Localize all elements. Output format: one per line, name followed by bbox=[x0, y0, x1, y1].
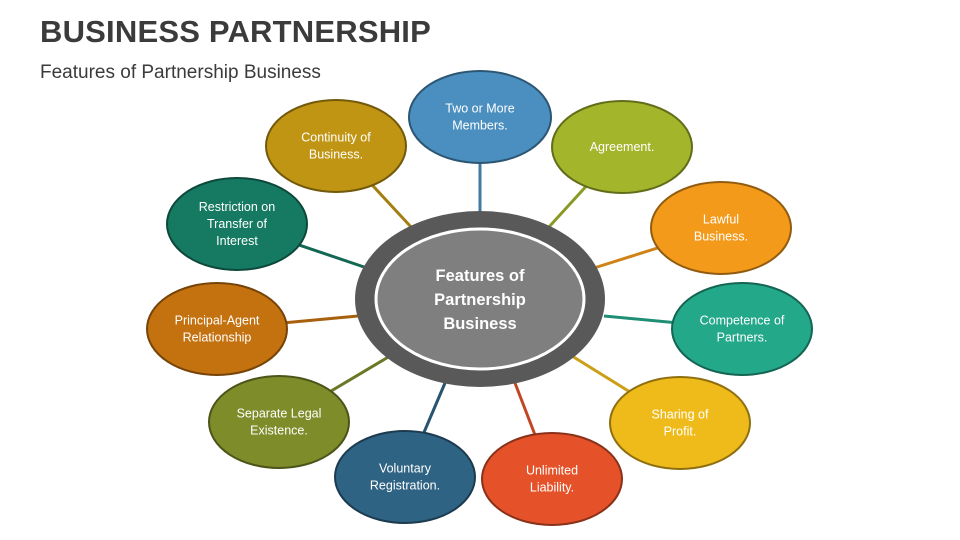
feature-bubble bbox=[671, 282, 813, 376]
label-line: Restriction on bbox=[199, 200, 275, 214]
feature-node-sharing-of-profit: Sharing of Profit. bbox=[609, 376, 751, 470]
label-line: Existence. bbox=[250, 424, 308, 438]
label-line: Separate Legal bbox=[237, 407, 322, 421]
feature-bubble bbox=[650, 181, 792, 275]
feature-label: Sharing of Profit. bbox=[652, 408, 710, 439]
label-line: Sharing of bbox=[652, 408, 710, 422]
center-label-line: Features of bbox=[436, 267, 525, 285]
label-line: Principal-Agent bbox=[175, 314, 260, 328]
feature-bubble bbox=[408, 70, 552, 164]
feature-bubble bbox=[265, 99, 407, 193]
center-label-line: Business bbox=[443, 315, 516, 333]
label-line: Two or More bbox=[445, 102, 515, 116]
feature-bubble bbox=[609, 376, 751, 470]
feature-label: Restriction on Transfer of Interest bbox=[199, 200, 275, 248]
label-line: Partners. bbox=[717, 331, 768, 345]
label-line: Profit. bbox=[664, 425, 697, 439]
feature-bubble bbox=[481, 432, 623, 526]
label-line: Agreement. bbox=[590, 140, 655, 154]
feature-node-competence-of-partners: Competence of Partners. bbox=[671, 282, 813, 376]
label-line: Members. bbox=[452, 119, 508, 133]
label-line: Business. bbox=[694, 230, 748, 244]
feature-node-continuity-of-business: Continuity of Business. bbox=[265, 99, 407, 193]
label-line: Liability. bbox=[530, 481, 574, 495]
label-line: Unlimited bbox=[526, 464, 578, 478]
feature-bubble bbox=[166, 177, 308, 271]
label-line: Transfer of bbox=[207, 217, 268, 231]
feature-bubble bbox=[334, 430, 476, 524]
label-line: Competence of bbox=[700, 314, 785, 328]
feature-label: Competence of Partners. bbox=[700, 314, 785, 345]
label-line: Business. bbox=[309, 148, 363, 162]
feature-bubble bbox=[146, 282, 288, 376]
label-line: Voluntary bbox=[379, 462, 432, 476]
feature-label: Continuity of Business. bbox=[301, 131, 371, 162]
feature-node-restriction-on-transfer: Restriction on Transfer of Interest bbox=[166, 177, 308, 271]
center-hub-fill bbox=[374, 227, 586, 371]
label-line: Lawful bbox=[703, 213, 739, 227]
label-line: Interest bbox=[216, 234, 258, 248]
feature-bubble bbox=[208, 375, 350, 469]
label-line: Continuity of bbox=[301, 131, 371, 145]
feature-bubble bbox=[551, 100, 693, 194]
label-line: Registration. bbox=[370, 479, 440, 493]
page-subtitle: Features of Partnership Business bbox=[40, 62, 321, 83]
label-line: Relationship bbox=[183, 331, 252, 345]
page-title: BUSINESS PARTNERSHIP bbox=[40, 14, 431, 49]
feature-node-agreement: Agreement. bbox=[551, 100, 693, 194]
center-label-line: Partnership bbox=[434, 291, 526, 309]
feature-label: Agreement. bbox=[590, 140, 655, 154]
